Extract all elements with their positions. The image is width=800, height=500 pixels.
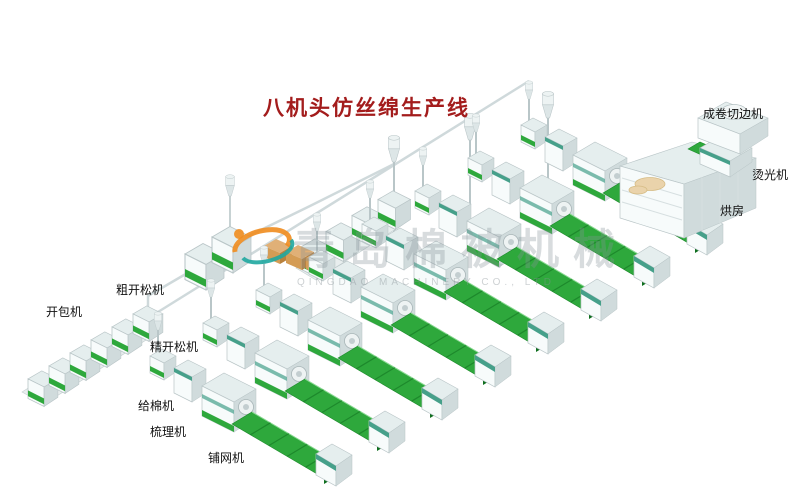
bale-opener-row	[21, 305, 164, 408]
label-carding-machine: 梳理机	[150, 425, 187, 439]
label-glazing-machine: 烫光机	[752, 168, 789, 182]
label-coarse-opener: 粗开松机	[116, 283, 165, 297]
label-roll-cutting-machine: 成卷切边机	[703, 107, 764, 121]
carding-lines	[150, 81, 723, 486]
roll-cutting-machine	[697, 101, 769, 155]
label-cotton-feeder: 给棉机	[138, 399, 175, 413]
label-bale-opener: 开包机	[46, 305, 83, 319]
label-drying-room: 烘房	[720, 204, 745, 218]
label-web-layer: 铺网机	[208, 451, 245, 465]
diagram-title: 八机头仿丝绵生产线	[263, 97, 470, 120]
label-fine-opener: 精开松机	[150, 340, 199, 354]
coarse-opener-cluster	[184, 225, 252, 291]
